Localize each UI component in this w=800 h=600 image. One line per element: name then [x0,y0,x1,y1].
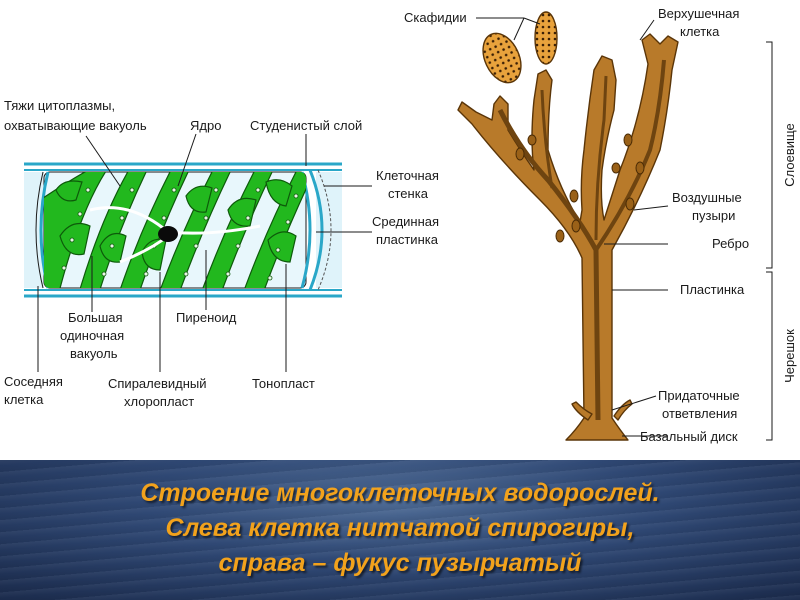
air-bladders [515,133,645,243]
algae-diagram: Тяжи цитоплазмы, охватывающие вакуоль Яд… [4,6,797,444]
label-rib: Ребро [712,236,749,251]
label-nucleus: Ядро [190,118,221,133]
label-stalk: Черешок [782,329,797,383]
neighbor-cell-left [24,172,44,288]
label-pyrenoid: Пиреноид [176,310,237,325]
label-thallus: Слоевище [782,123,797,187]
neighbor-cell-right [316,172,342,288]
spiral-chloroplast [44,172,306,288]
label-tonoplast: Тонопласт [252,376,315,391]
label-cell-wall: Клеточная стенка [376,168,443,201]
label-large-vacuole: Большая одиночная вакуоль [60,310,128,361]
label-air-bladders: Воздушные пузыри [672,190,745,223]
label-scaphidia: Скафидии [404,10,467,25]
label-neighbor-cell: Соседняя клетка [4,374,67,407]
scaphidia-right [534,11,558,65]
caption-band: Строение многоклеточных водорослей. Слев… [0,460,800,600]
slide-caption: Строение многоклеточных водорослей. Слев… [0,476,800,581]
fucus-thallus [457,11,679,441]
label-middle-lamella: Срединная пластинка [372,214,443,247]
label-appendages: Придаточные ответвления [658,388,743,421]
label-gelatinous-layer: Студенистый слой [250,118,362,133]
label-basal-disc: Базальный диск [640,429,738,444]
nucleus [158,226,178,242]
label-apical-cell: Верхушечная клетка [658,6,743,39]
caption-line: Строение многоклеточных водорослей. [140,479,660,507]
label-blade: Пластинка [680,282,745,297]
scaphidia-left [482,32,522,84]
label-spiral-chloroplast: Спиралевидный хлоропласт [108,376,210,409]
spirogyra-cell [24,162,342,298]
caption-line: справа – фукус пузырчатый [218,549,582,577]
caption-line: Слева клетка нитчатой спирогиры, [165,514,635,542]
label-cytoplasm-strands: Тяжи цитоплазмы, охватывающие вакуоль [4,98,147,133]
